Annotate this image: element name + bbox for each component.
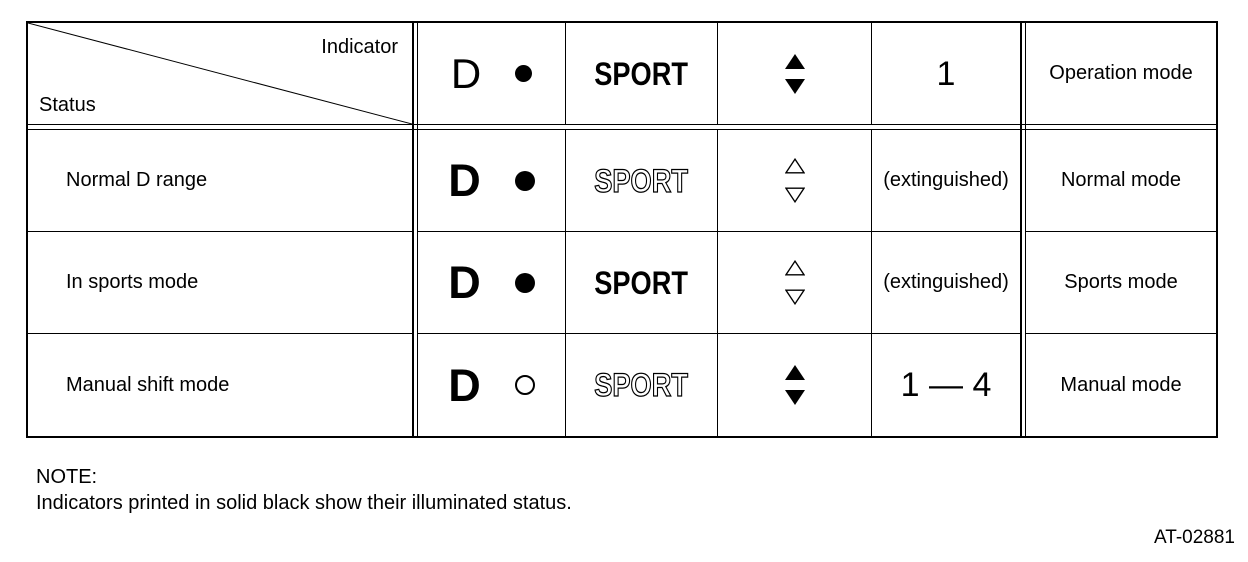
indicator-header-label: Indicator [321, 36, 398, 58]
vertical-double-rule-left [412, 23, 418, 436]
shift-arrows-icon [784, 364, 806, 406]
shift-arrows-icon [784, 260, 805, 305]
shift-arrows-icon [784, 158, 805, 203]
status-indicator-corner-cell: Indicator Status [28, 23, 412, 124]
sport-indicator-label: SPORT [594, 162, 689, 199]
gear-position-cell: (extinguished) [872, 232, 1020, 334]
diagonal-divider-line [28, 23, 412, 124]
header-shift-arrows-cell [718, 23, 872, 124]
header-d-indicator-cell: D [418, 23, 566, 124]
indicator-lamp-icon [514, 272, 535, 293]
gear-position-label: (extinguished) [883, 271, 1009, 293]
indicator-lamp-icon [514, 375, 535, 395]
gear-position-label: 1 — 4 [900, 366, 992, 404]
operation-mode-cell: Normal mode [1026, 130, 1216, 232]
up-arrow-icon [784, 53, 805, 69]
sport-indicator-label: SPORT [594, 264, 689, 301]
d-indicator-letter: D [448, 155, 481, 206]
header-operation-mode-cell: Operation mode [1049, 62, 1193, 84]
d-indicator-letter: D [450, 49, 482, 97]
sport-indicator-label: SPORT [594, 55, 689, 92]
d-indicator-letter: D [448, 359, 481, 411]
header-sport-indicator-cell: SPORT [566, 23, 718, 124]
note-title: NOTE: [36, 466, 98, 488]
down-arrow-icon [784, 187, 805, 203]
operation-mode-cell: Manual mode [1060, 373, 1182, 396]
d-indicator-cell: D [418, 130, 566, 232]
figure-code: AT-02881 [1154, 527, 1235, 548]
status-cell-in-sports-mode: In sports mode [28, 232, 412, 334]
gear-position-cell: (extinguished) [872, 130, 1020, 232]
sport-indicator-cell: SPORT [566, 334, 718, 436]
vertical-double-rule-right [1020, 23, 1026, 436]
header-gear-position-cell: 1 [872, 23, 1020, 124]
gear-position-label: 1 [936, 54, 956, 93]
d-indicator-cell: D [418, 334, 566, 436]
status-header-label: Status [39, 94, 96, 116]
up-arrow-icon [784, 365, 805, 380]
down-arrow-icon [784, 390, 805, 405]
indicator-status-table: Indicator Status D SPORT 1 Operation mod… [26, 21, 1218, 438]
shift-arrows-cell [718, 130, 872, 232]
status-cell-manual-shift-mode: Manual shift mode [66, 373, 230, 396]
shift-arrows-icon [784, 53, 806, 95]
note-block: NOTE: Indicators printed in solid black … [36, 464, 572, 516]
gear-position-cell: 1 — 4 [872, 334, 1020, 436]
operation-mode-cell: Sports mode [1026, 232, 1216, 334]
indicator-lamp-icon [515, 65, 533, 82]
shift-arrows-cell [718, 232, 872, 334]
shift-arrows-cell [718, 334, 872, 436]
up-arrow-icon [784, 260, 805, 276]
d-indicator-letter: D [448, 257, 481, 308]
down-arrow-icon [784, 289, 805, 305]
status-cell-normal-d-range: Normal D range [28, 130, 412, 232]
sport-indicator-cell: SPORT [566, 232, 718, 334]
sport-indicator-cell: SPORT [566, 130, 718, 232]
header-double-rule [28, 124, 1216, 130]
sport-indicator-label: SPORT [594, 367, 689, 403]
note-body: Indicators printed in solid black show t… [36, 492, 572, 514]
up-arrow-icon [784, 158, 805, 174]
d-indicator-cell: D [418, 232, 566, 334]
down-arrow-icon [784, 78, 805, 94]
indicator-lamp-icon [514, 170, 535, 191]
gear-position-label: (extinguished) [883, 169, 1009, 191]
